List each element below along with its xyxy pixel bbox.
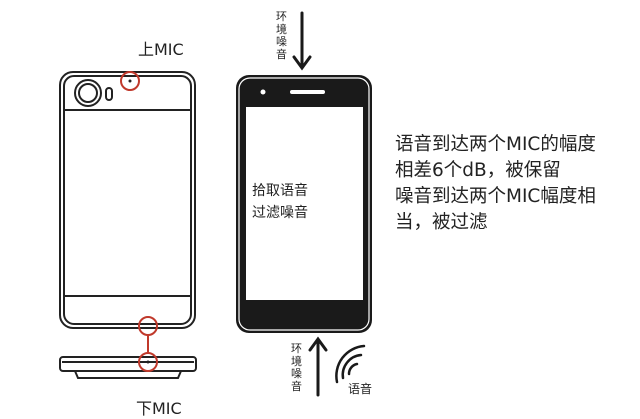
speaker-grille (290, 90, 325, 94)
arrow-down-icon (292, 11, 312, 71)
description-text: 语音到达两个MIC的幅度 相差6个dB，被保留 噪音到达两个MIC幅度相 当，被… (395, 132, 596, 236)
front-mic-dot (260, 89, 266, 95)
sound-wave-icon (335, 344, 366, 384)
screen-line-filter-noise: 过滤噪音 (252, 205, 308, 221)
bottom-mic-label: 下MIC (136, 399, 182, 418)
screen-line-pick-voice: 拾取语音 (252, 183, 308, 199)
phone-back-view (59, 71, 196, 329)
mic-highlights (120, 71, 158, 372)
description-line: 噪音到达两个MIC幅度相 (395, 186, 596, 207)
arrow-up-icon (308, 336, 328, 397)
phone-front-view (236, 75, 372, 333)
top-mic-marker (120, 71, 140, 91)
description-line: 相差6个dB，被保留 (395, 160, 561, 181)
screen-text: 拾取语音 过滤噪音 (252, 180, 308, 224)
description-line: 语音到达两个MIC的幅度 (395, 134, 596, 155)
phone-bottom-side-view (59, 356, 197, 379)
bottom-mic-side-marker (138, 352, 158, 372)
ambient-noise-top-label: 环境噪音 (276, 10, 287, 61)
ambient-noise-bottom-label: 环境噪音 (291, 342, 302, 393)
top-mic-label: 上MIC (138, 40, 184, 59)
voice-label: 语音 (348, 382, 373, 396)
camera-icon (74, 79, 113, 107)
description-line: 当，被过滤 (395, 212, 488, 233)
bottom-mic-marker (138, 316, 158, 336)
phone-screen (246, 107, 363, 300)
